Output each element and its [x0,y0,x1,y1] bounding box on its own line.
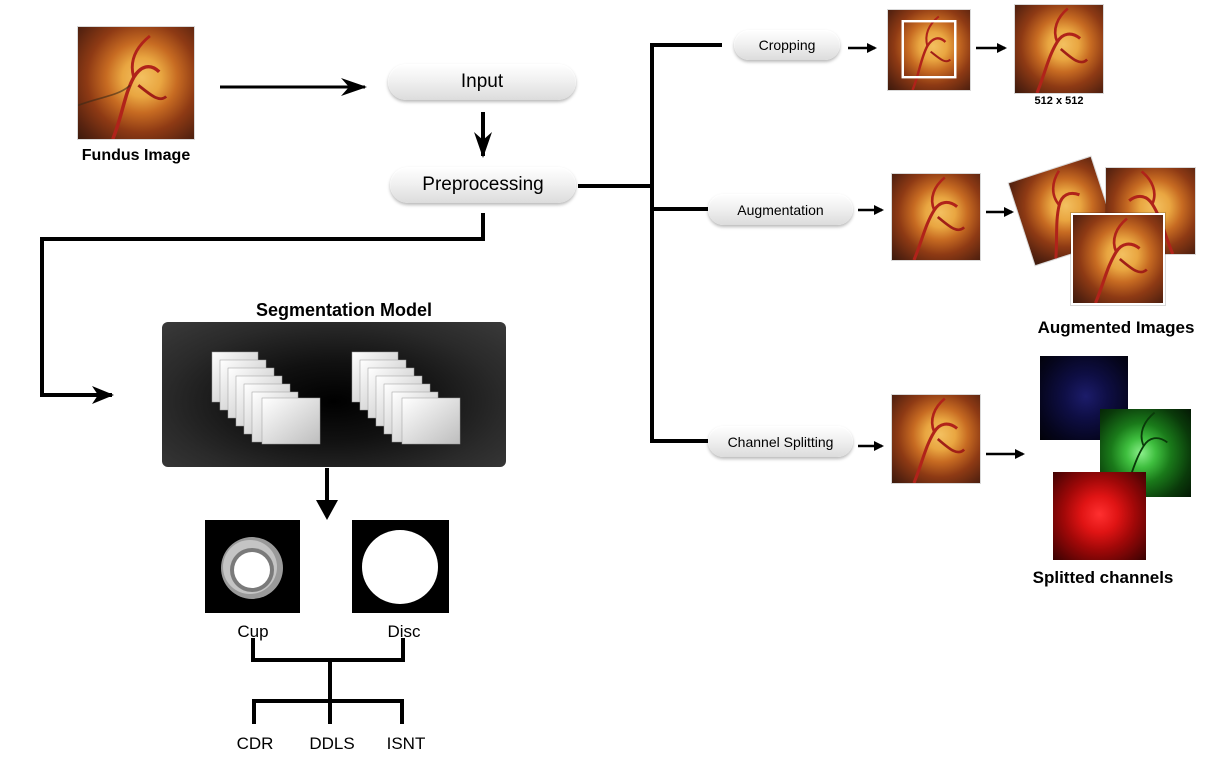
segmentation-model-box [162,322,506,467]
fundus-image [78,27,194,139]
cup-mask-image [205,520,300,613]
decoder-blocks [351,351,461,445]
line-metrics-split [252,699,404,724]
channel-splitting-step: Channel Splitting [708,426,853,457]
cropped-source-image [888,10,970,90]
augmentation-step: Augmentation [708,194,853,225]
augmented-images-label: Augmented Images [1037,318,1195,337]
splitted-channels-label: Splitted channels [1032,568,1174,587]
cropping-step: Cropping [734,30,840,60]
preprocessing-step: Preprocessing [390,167,576,203]
fundus-image-label: Fundus Image [81,147,191,164]
isnt-label: ISNT [386,734,426,753]
augmentation-source-image [892,174,980,260]
disc-mask-image [352,520,449,613]
crop-box [901,20,957,79]
ddls-label: DDLS [309,734,355,753]
input-step: Input [388,64,576,100]
cup-label: Cup [237,622,269,641]
size-label: 512 x 512 [1034,95,1084,107]
red-channel-image [1053,472,1146,560]
cdr-label: CDR [236,734,274,753]
augmented-image-front [1071,213,1165,305]
segmentation-model-title: Segmentation Model [255,300,432,320]
line-preprocessing-to-model [40,213,485,397]
encoder-blocks [211,351,321,445]
cropped-512-image [1015,5,1103,93]
channel-source-image [892,395,980,483]
augmented-image-rotated [1008,156,1118,266]
disc-label: Disc [387,622,421,641]
